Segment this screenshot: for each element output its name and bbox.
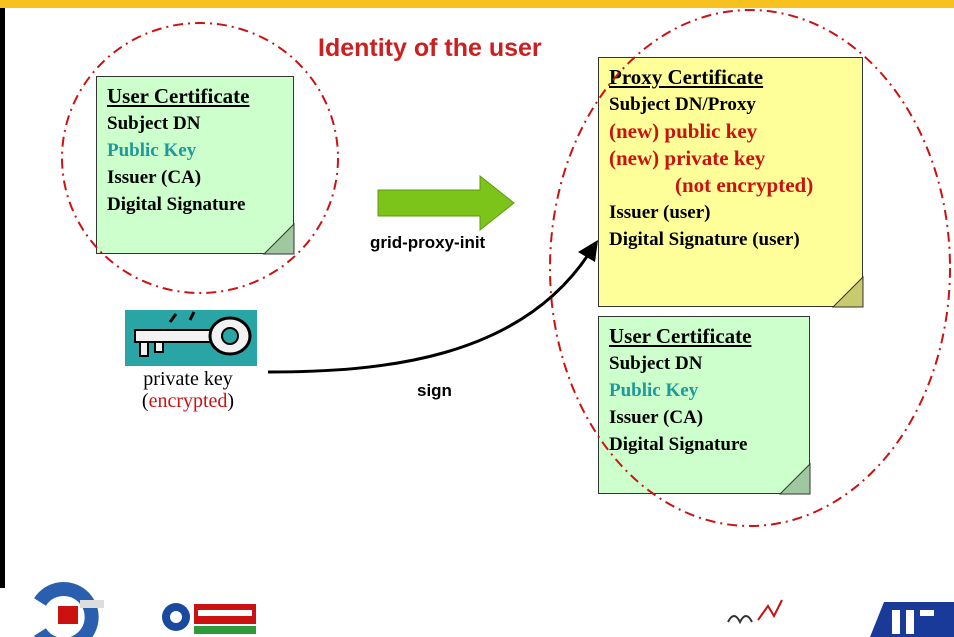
key-icon bbox=[125, 310, 257, 366]
grid-proxy-init-label: grid-proxy-init bbox=[370, 233, 486, 252]
proxy-subject-dn: Subject DN/Proxy bbox=[609, 94, 756, 115]
note-fold bbox=[262, 222, 295, 255]
note-fold bbox=[831, 275, 864, 308]
public-key: Public Key bbox=[609, 380, 699, 401]
proxy-certificate-heading: Proxy Certificate bbox=[609, 65, 764, 89]
apgrid-logo bbox=[162, 603, 256, 634]
proxy-identity-ellipse bbox=[549, 9, 951, 527]
public-key: Public Key bbox=[107, 140, 197, 161]
grid-proxy-init-arrow bbox=[377, 174, 515, 232]
private-key-caption: private key (encrypted) bbox=[108, 368, 268, 412]
issuer: Issuer (CA) bbox=[107, 167, 202, 188]
sign-curve bbox=[267, 251, 592, 374]
not-encrypted: (not encrypted) bbox=[675, 173, 814, 197]
slide-title: Identity of the user bbox=[318, 34, 542, 62]
gtrc-logo bbox=[34, 582, 104, 637]
digital-signature: Digital Signature bbox=[609, 434, 748, 455]
note-fold bbox=[778, 462, 811, 495]
ninf-logo bbox=[727, 599, 783, 625]
new-private-key: (new) private key bbox=[609, 146, 766, 170]
user-certificate-left: User Certificate Subject DN Public Key I… bbox=[96, 76, 294, 254]
proxy-certificate: Proxy Certificate Subject DN/Proxy (new)… bbox=[598, 57, 863, 307]
left-border bbox=[0, 8, 5, 588]
user-identity-circle bbox=[61, 22, 339, 294]
sign-label: sign bbox=[417, 381, 452, 400]
aist-logo bbox=[870, 602, 954, 637]
digital-signature: Digital Signature bbox=[107, 194, 246, 215]
proxy-issuer: Issuer (user) bbox=[609, 202, 711, 223]
issuer: Issuer (CA) bbox=[609, 407, 704, 428]
user-certificate-heading: User Certificate bbox=[107, 84, 250, 108]
sign-arrowhead bbox=[578, 240, 598, 262]
private-key-label: private key bbox=[143, 368, 233, 390]
user-certificate-right: User Certificate Subject DN Public Key I… bbox=[598, 316, 810, 494]
new-public-key: (new) public key bbox=[609, 119, 758, 143]
private-key-state: (encrypted) bbox=[141, 390, 235, 412]
user-certificate-heading: User Certificate bbox=[609, 324, 752, 348]
proxy-digital-signature: Digital Signature (user) bbox=[609, 229, 800, 250]
subject-dn: Subject DN bbox=[609, 353, 703, 374]
subject-dn: Subject DN bbox=[107, 113, 201, 134]
top-accent-bar bbox=[0, 0, 954, 8]
